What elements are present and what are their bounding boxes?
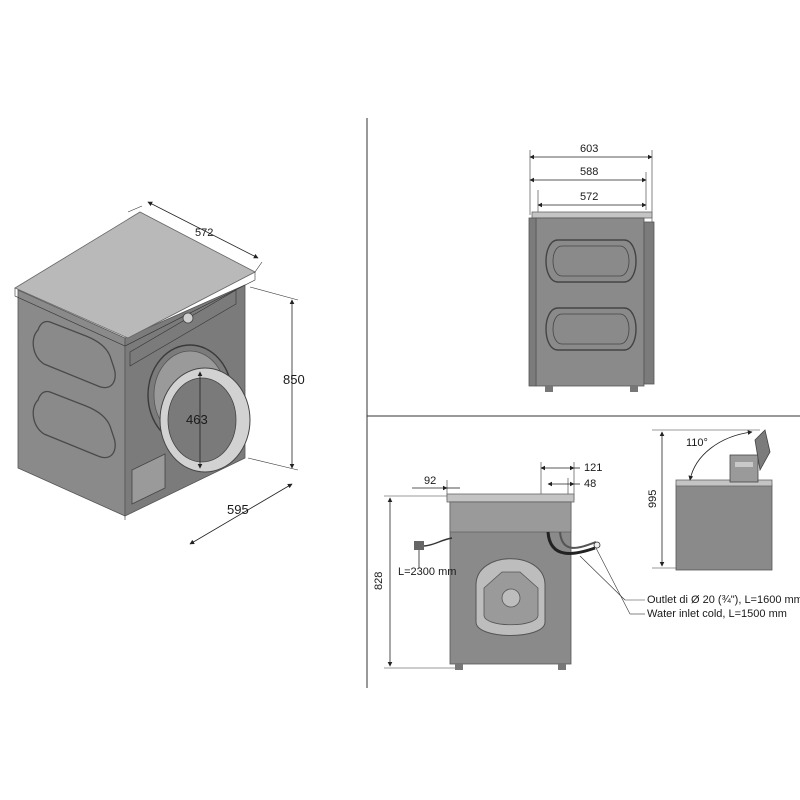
rear-dim-121: 121 — [584, 462, 602, 474]
side-dim-588: 588 — [580, 166, 598, 178]
power-cable — [423, 537, 453, 547]
side-panel-bottom — [32, 390, 116, 459]
isometric-view: 463 572 850 595 — [14, 201, 305, 545]
outlet-hose — [546, 531, 596, 555]
lid-angle-110: 110° — [686, 437, 708, 449]
side-panel-top — [32, 320, 116, 389]
side-panel-upper — [545, 239, 637, 283]
filter-hatch — [131, 453, 166, 505]
side-dim-572: 572 — [580, 191, 598, 203]
width-label: 572 — [195, 227, 213, 239]
rear-dim-92: 92 — [424, 475, 436, 487]
lid-height-995: 995 — [647, 490, 659, 508]
lid-opening-view: 995 110° — [647, 429, 773, 571]
side-view: 603 588 572 — [528, 143, 655, 392]
rear-dim-48: 48 — [584, 478, 596, 490]
side-panel-lower — [545, 307, 637, 351]
door-diameter-label: 463 — [186, 412, 208, 427]
inlet-label: Water inlet cold, L=1500 mm — [647, 608, 787, 620]
rear-height-828: 828 — [373, 572, 385, 590]
detergent-drawer — [729, 454, 759, 483]
height-label: 850 — [283, 372, 305, 387]
program-knob — [182, 312, 194, 324]
inlet-hose — [559, 531, 597, 549]
cable-length-label: L=2300 mm — [398, 566, 456, 578]
rear-view: 92 121 48 828 L=2300 mm — [373, 462, 800, 670]
side-dim-603: 603 — [580, 143, 598, 155]
depth-label: 595 — [227, 502, 249, 517]
outlet-label: Outlet di Ø 20 (¾"), L=1600 mm — [647, 594, 800, 606]
